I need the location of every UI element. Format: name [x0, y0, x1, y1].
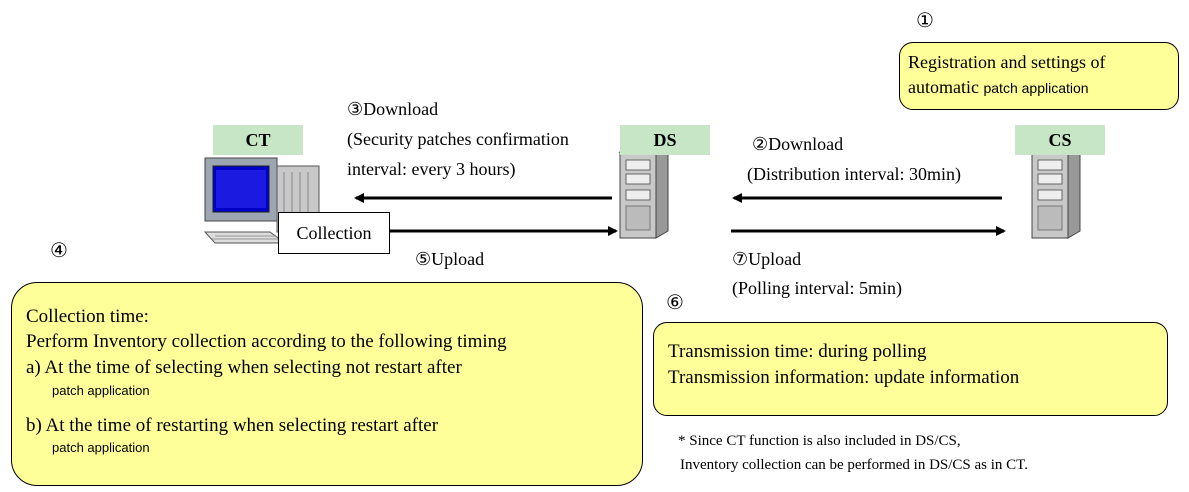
collection-time-item-a-sub: patch application — [52, 383, 150, 398]
collection-time-title: Collection time: — [26, 306, 149, 327]
step1-note: Registration and settings of automatic p… — [899, 42, 1179, 110]
step1-line2: automatic patch application — [908, 76, 1089, 100]
step6-marker: ⑥ — [666, 292, 684, 314]
step3-detail1: (Security patches confirmation — [347, 129, 569, 149]
collection-time-line1: Perform Inventory collection according t… — [26, 331, 507, 352]
step3-detail2: interval: every 3 hours) — [347, 159, 516, 179]
ds-label: DS — [620, 125, 710, 155]
step1-line1: Registration and settings of — [908, 52, 1106, 72]
cs-server-icon — [1030, 144, 1082, 239]
ds-server-icon — [618, 144, 670, 239]
footnote-line2: Inventory collection can be performed in… — [680, 457, 1028, 473]
collection-time-item-b-sub: patch application — [52, 440, 150, 455]
cs-label: CS — [1015, 125, 1105, 155]
transmission-note: Transmission time: during polling Transm… — [653, 322, 1168, 416]
step4-marker: ④ — [50, 240, 68, 262]
collection-time-item-b: b) At the time of restarting when select… — [26, 415, 439, 436]
step3-label: ③Download — [347, 99, 439, 119]
step1-line2-b: patch application — [983, 80, 1089, 96]
step2-label: ②Download — [752, 134, 844, 154]
ct-label: CT — [213, 125, 303, 155]
step2-detail: (Distribution interval: 30min) — [747, 164, 961, 184]
collection-time-note: Collection time: Perform Inventory colle… — [11, 282, 643, 486]
collection-time-item-a: a) At the time of selecting when selecti… — [26, 357, 462, 378]
transmission-line1: Transmission time: during polling — [668, 341, 927, 362]
footnote-line1: * Since CT function is also included in … — [678, 433, 961, 449]
step1-marker: ① — [916, 10, 934, 32]
step7-label: ⑦Upload — [732, 249, 802, 269]
collection-box: Collection — [278, 212, 390, 254]
step1-line2-a: automatic — [908, 77, 984, 97]
step7-detail: (Polling interval: 5min) — [732, 278, 902, 298]
transmission-line2: Transmission information: update informa… — [668, 367, 1020, 388]
step5-label: ⑤Upload — [415, 249, 485, 269]
